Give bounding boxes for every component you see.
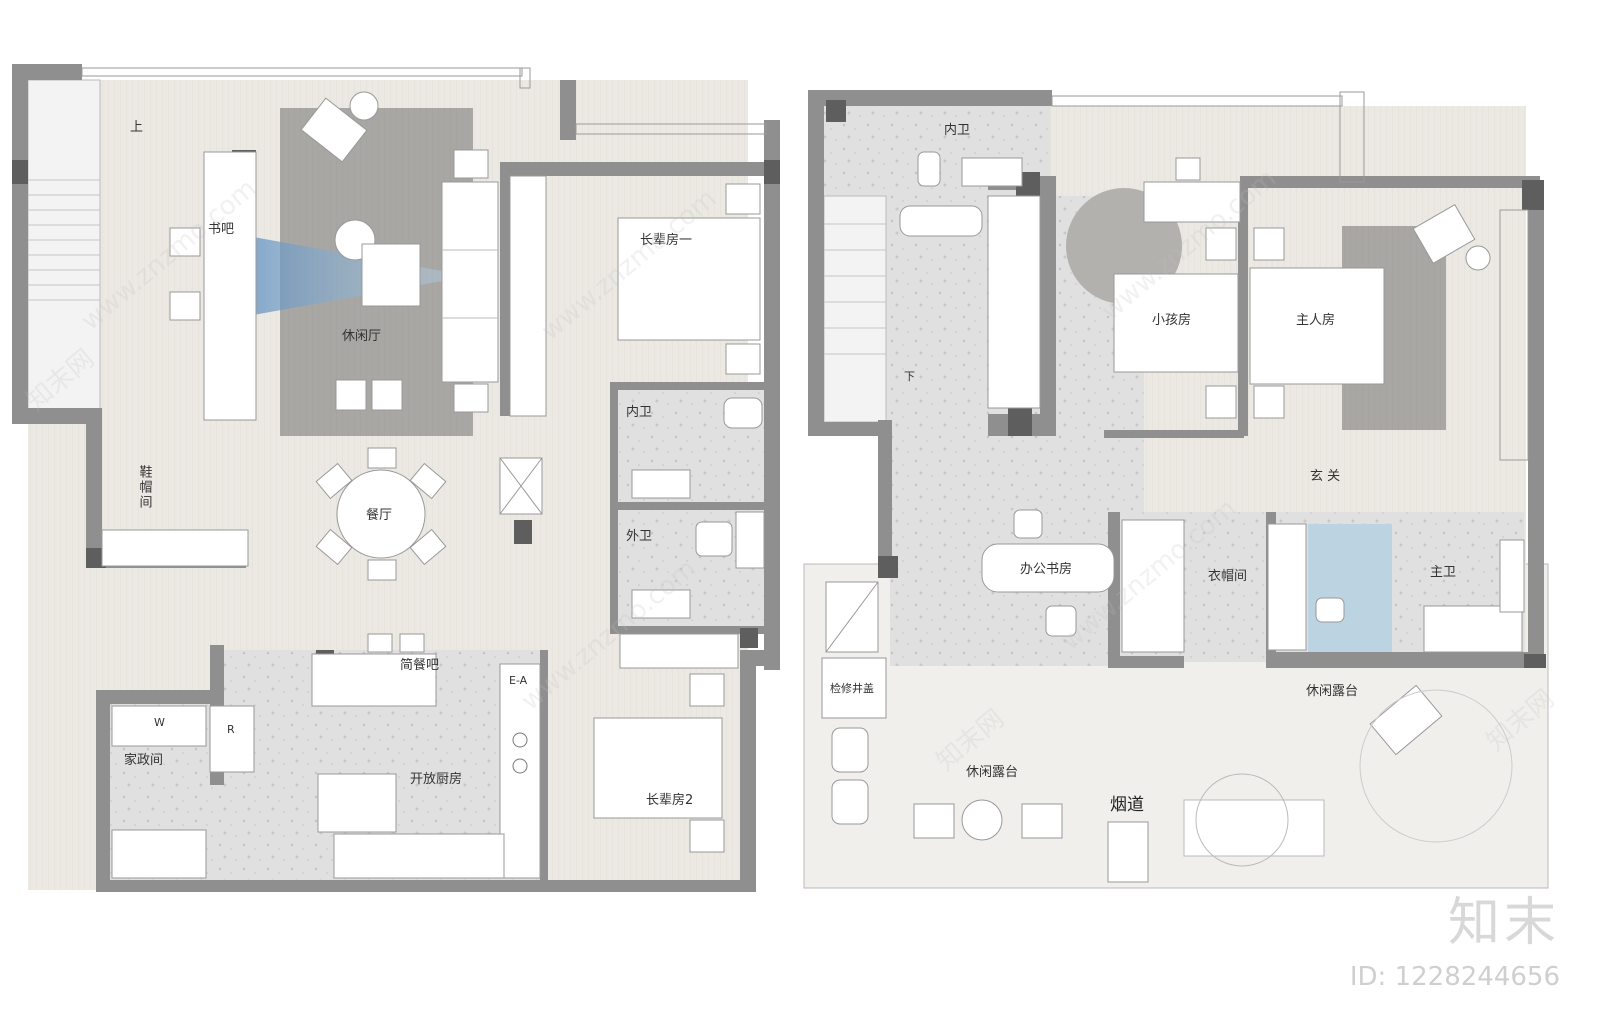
terrace-right-label: 休闲露台 (1306, 684, 1358, 699)
cloak-cabinet (1121, 519, 1185, 653)
armchair (300, 97, 368, 163)
stair-down-label: 下 (904, 370, 915, 383)
shoe-room-label: 鞋帽间 (137, 464, 153, 510)
shoe-cabinet (101, 529, 249, 567)
stair-right (823, 195, 887, 423)
kids-desk (1143, 181, 1241, 223)
elder-room-1-bed (617, 217, 761, 341)
floor-2: 内卫 下 小孩房 主人房 玄 关 办公书房 衣帽间 主卫 检修井盖 休闲露台 休… (803, 90, 1549, 889)
dining-label: 餐厅 (366, 507, 392, 523)
master-bath-label: 主卫 (1430, 565, 1456, 580)
fridge-label: R (227, 723, 235, 736)
ottoman (371, 379, 403, 411)
access-shaft-label: 检修井盖 (830, 681, 874, 695)
study-bar-label: 书吧 (208, 222, 234, 237)
elder-room-2-bed (593, 717, 723, 819)
kids-room-label: 小孩房 (1152, 312, 1191, 328)
master-room-label: 主人房 (1296, 312, 1335, 328)
flue-shaft (1107, 821, 1149, 883)
coffee-table-square (361, 243, 421, 307)
sofa (441, 181, 499, 383)
outer-bath-label: 外卫 (626, 529, 652, 544)
flue-label: 烟道 (1110, 795, 1144, 815)
ottoman (335, 379, 367, 411)
kids-bed (1113, 273, 1239, 373)
snack-bar-label: 简餐吧 (400, 657, 439, 673)
housekeeping-label: 家政间 (124, 752, 163, 768)
snack-bar-counter (311, 653, 437, 707)
lounge-label: 休闲厅 (342, 329, 381, 344)
kitchen-counter (499, 663, 541, 879)
tv-projection (248, 236, 470, 316)
terrace-left-label: 休闲露台 (966, 765, 1018, 780)
study-bar-desk (203, 151, 257, 421)
side-table (349, 91, 379, 121)
elder-room-1-label: 长辈房一 (640, 232, 692, 248)
master-bath-glass (1308, 524, 1392, 654)
office-study-label: 办公书房 (1020, 561, 1072, 577)
stair-up-label: 上 (130, 120, 143, 135)
open-kitchen-label: 开放厨房 (410, 771, 462, 787)
kitchen-island (317, 773, 397, 833)
office-desk (981, 543, 1115, 593)
inner-bath-label: 内卫 (626, 404, 652, 420)
elder-room-2-label: 长辈房2 (646, 792, 693, 808)
floor-1: 上 书吧 休闲厅 餐厅 鞋帽间 长辈房一 内卫 外卫 简餐吧 开放厨房 长辈房2… (12, 64, 780, 892)
lamp-box (453, 383, 489, 413)
washer-label: W (154, 716, 165, 729)
logo: 知末 (1447, 893, 1560, 953)
f2-inner-bath-label: 内卫 (944, 122, 970, 138)
cloakroom-label: 衣帽间 (1208, 568, 1247, 584)
foyer-label: 玄 关 (1310, 469, 1340, 484)
stair-left (27, 79, 101, 411)
master-bed (1249, 267, 1385, 385)
floor1-walls (12, 64, 780, 892)
dining-table (336, 469, 426, 559)
image-id: ID: 1228244656 (1349, 962, 1560, 992)
oven-label: E-A (509, 674, 528, 687)
lamp-box (453, 149, 489, 179)
